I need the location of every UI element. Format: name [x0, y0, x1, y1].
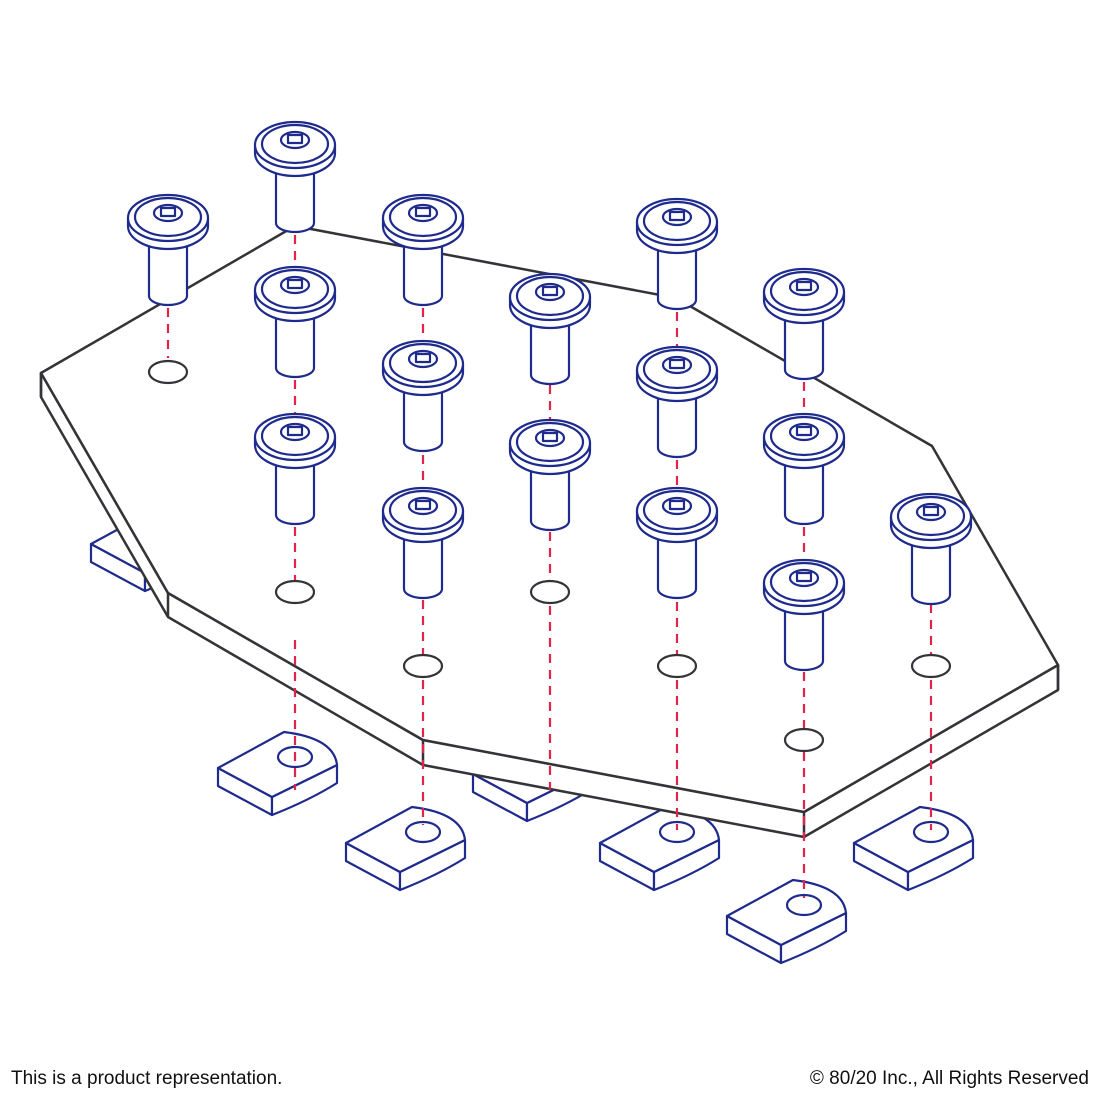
screw-head-dome	[260, 268, 330, 310]
screw-shank	[783, 601, 825, 672]
screw-shank	[656, 240, 698, 311]
screw-shank	[402, 382, 444, 453]
hex-socket	[541, 431, 559, 443]
screw-head-dome	[769, 415, 839, 457]
hex-socket	[668, 358, 686, 370]
nut-front-face	[779, 911, 848, 965]
screw-shank	[910, 535, 952, 606]
plate-hole	[783, 727, 825, 753]
nut-top-face	[216, 730, 339, 799]
screw-shank	[529, 315, 571, 386]
plate-holes	[147, 359, 952, 753]
nut-front-face	[270, 763, 339, 817]
nut-top-face	[344, 805, 467, 874]
copyright-text: © 80/20 Inc., All Rights Reserved	[809, 1068, 1089, 1089]
nut-hole	[785, 893, 823, 917]
hex-socket	[414, 352, 432, 364]
t-nut	[598, 805, 721, 892]
t-nut	[852, 805, 975, 892]
screw	[508, 418, 592, 532]
hex-socket	[795, 280, 813, 292]
screw	[381, 486, 465, 600]
disclaimer-text: This is a product representation.	[11, 1068, 283, 1089]
screw-shank	[402, 529, 444, 600]
nut-hole	[912, 820, 950, 844]
screw	[126, 193, 210, 307]
screw	[762, 412, 846, 526]
plate-hole	[656, 653, 698, 679]
screw-shank	[274, 308, 316, 379]
screw-head-dome	[896, 495, 966, 537]
screw-head-dome	[642, 348, 712, 390]
hex-socket	[159, 206, 177, 218]
screw	[381, 193, 465, 307]
hex-socket	[668, 499, 686, 511]
screw-head-dome	[769, 270, 839, 312]
hex-socket	[668, 210, 686, 222]
screw-head-dome	[642, 489, 712, 531]
t-nut	[725, 878, 848, 965]
hex-socket	[286, 278, 304, 290]
screw-head-dome	[388, 489, 458, 531]
plate-hole	[529, 579, 571, 605]
screw-shank	[529, 461, 571, 532]
screw-head-dome	[515, 421, 585, 463]
screw-shank	[402, 236, 444, 307]
screw-head-dome	[769, 561, 839, 603]
nut-front-face	[398, 838, 467, 892]
screw-head-dome	[260, 415, 330, 457]
screw-shank	[783, 310, 825, 381]
screw	[508, 272, 592, 386]
screw-head-dome	[642, 200, 712, 242]
screw	[635, 197, 719, 311]
nut-front-face	[652, 838, 721, 892]
screw	[253, 120, 337, 234]
screw	[889, 492, 973, 606]
screw-head-dome	[388, 196, 458, 238]
hex-socket	[286, 133, 304, 145]
screw	[381, 339, 465, 453]
plate-hole	[402, 653, 444, 679]
screw-head-dome	[260, 123, 330, 165]
screw-shank	[783, 455, 825, 526]
nut-top-face	[852, 805, 975, 874]
screw-head-dome	[133, 196, 203, 238]
hex-socket	[414, 499, 432, 511]
screw	[762, 558, 846, 672]
plate-hole	[274, 579, 316, 605]
screw	[253, 265, 337, 379]
screw-shank	[147, 236, 189, 307]
screw-head-dome	[515, 275, 585, 317]
screw	[762, 267, 846, 381]
hex-socket	[795, 571, 813, 583]
plate-hole	[910, 653, 952, 679]
nut-top-face	[725, 878, 848, 947]
hex-socket	[541, 285, 559, 297]
screw-shank	[656, 388, 698, 459]
nut-front-face	[906, 838, 975, 892]
button-head-screws	[126, 120, 973, 672]
screw	[253, 412, 337, 526]
screw	[635, 486, 719, 600]
plate-hole	[147, 359, 189, 385]
screw-shank	[274, 455, 316, 526]
hex-socket	[922, 505, 940, 517]
t-nut	[216, 730, 339, 817]
t-nut	[344, 805, 467, 892]
nut-hole	[658, 820, 696, 844]
screw	[635, 345, 719, 459]
screw-shank	[656, 529, 698, 600]
screw-head-dome	[388, 342, 458, 384]
hex-socket	[795, 425, 813, 437]
hex-socket	[414, 206, 432, 218]
nut-hole	[404, 820, 442, 844]
screw-shank	[274, 163, 316, 234]
hex-socket	[286, 425, 304, 437]
